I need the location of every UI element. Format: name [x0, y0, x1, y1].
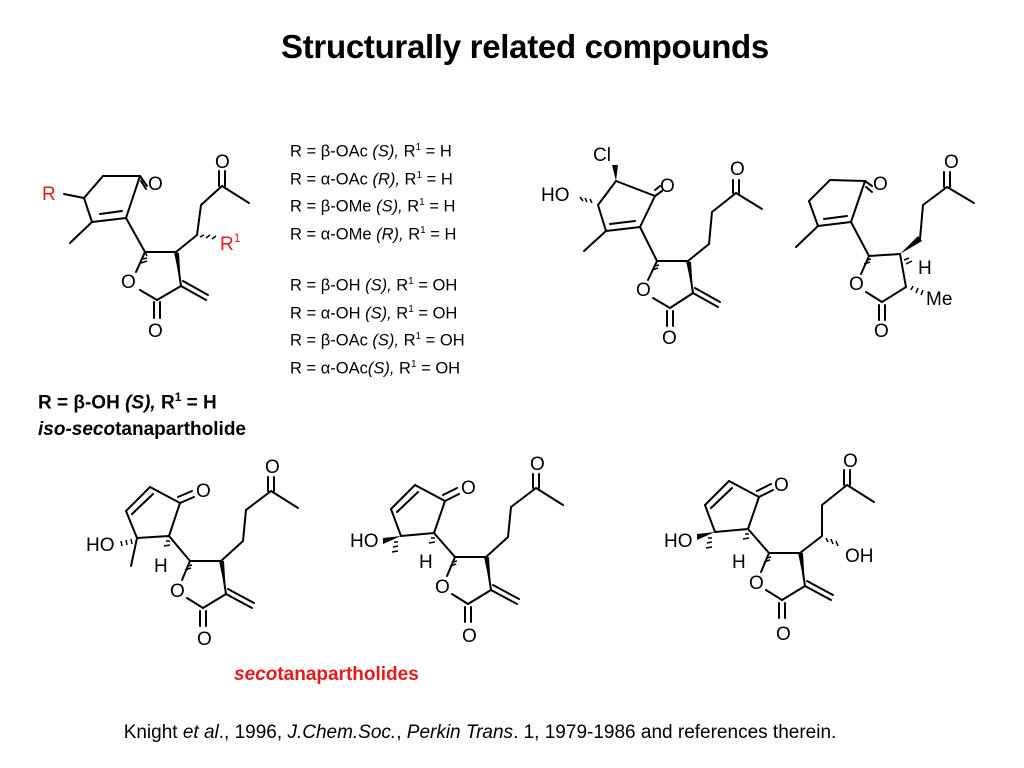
substituent-row: R = β-OAc (S), R1 = H: [290, 142, 452, 161]
svg-text:O: O: [774, 475, 789, 496]
svg-text:O: O: [749, 573, 764, 594]
svg-text:O: O: [170, 581, 185, 602]
svg-text:O: O: [215, 152, 230, 173]
svg-text:O: O: [148, 321, 163, 342]
svg-text:O: O: [662, 328, 677, 349]
molecule-dihydro-derivative: [795, 171, 975, 321]
svg-text:H: H: [918, 258, 932, 279]
svg-text:HO: HO: [541, 185, 570, 206]
svg-text:HO: HO: [664, 531, 693, 552]
svg-text:O: O: [776, 624, 791, 645]
svg-text:O: O: [873, 174, 888, 195]
svg-text:O: O: [530, 454, 545, 475]
svg-text:O: O: [849, 274, 864, 295]
svg-text:O: O: [121, 272, 136, 293]
molecule-secotanapartholide-c: [704, 469, 875, 619]
molecule-secotanapartholide-b: [390, 473, 564, 623]
svg-text:O: O: [435, 577, 450, 598]
substituent-row: R = β-OMe (S), R1 = H: [290, 197, 456, 216]
molecule-a-atom-labels: O O HO H O O: [86, 457, 280, 650]
svg-text:H: H: [419, 552, 433, 573]
svg-text:HO: HO: [86, 535, 115, 556]
svg-text:Me: Me: [926, 289, 952, 310]
svg-text:O: O: [944, 152, 959, 173]
svg-text:R: R: [42, 184, 56, 205]
svg-text:HO: HO: [350, 531, 379, 552]
svg-text:O: O: [660, 176, 675, 197]
svg-text:O: O: [148, 174, 163, 195]
substituent-row: R = α-OAc (R), R1 = H: [290, 169, 453, 189]
svg-text:R1: R1: [220, 231, 241, 255]
molecule-c-atom-labels: O O HO H OH O O: [664, 451, 874, 645]
svg-text:O: O: [461, 478, 476, 499]
substituent-row: R = α-OMe (R), R1 = H: [290, 224, 457, 244]
svg-text:O: O: [730, 159, 745, 180]
substituent-row: R = β-OH (S), R1 = OH: [290, 276, 458, 295]
svg-text:O: O: [462, 626, 477, 647]
substituent-row: R = α-OH (S), R1 = OH: [290, 303, 458, 323]
svg-text:O: O: [843, 451, 858, 472]
molecule-1-atom-labels: O R R1 O O O: [42, 152, 241, 342]
page-title: Structurally related compounds: [281, 28, 769, 65]
svg-text:O: O: [636, 280, 651, 301]
secotanapartholides-label: secotanapartholides: [234, 664, 419, 685]
svg-text:O: O: [197, 629, 212, 650]
featured-compound-label: R = β-OH (S), R1 = H iso-secotanaparthol…: [38, 390, 246, 441]
svg-text:O: O: [265, 457, 280, 478]
substituent-row: R = α-OAc(S), R1 = OH: [290, 358, 461, 378]
svg-text:O: O: [196, 481, 211, 502]
molecule-2-atom-labels: Cl HO O O O O: [541, 145, 745, 349]
svg-text:H: H: [732, 552, 746, 573]
citation: Knight et al., 1996, J.Chem.Soc., Perkin…: [123, 722, 837, 743]
svg-text:H: H: [154, 556, 168, 577]
molecule-chloro-derivative: [583, 179, 763, 327]
svg-text:O: O: [874, 321, 889, 342]
molecule-3-atom-labels: O O H O Me O: [849, 152, 959, 342]
svg-text:Cl: Cl: [593, 145, 611, 166]
molecule-secotanapartholide-a: [125, 476, 299, 627]
molecule-b-atom-labels: O O HO H O O: [350, 454, 545, 647]
substituent-list: R = β-OAc (S), R1 = H R = α-OAc (R), R1 …: [290, 136, 465, 380]
svg-text:OH: OH: [845, 546, 874, 567]
substituent-row: R = β-OAc (S), R1 = OH: [290, 331, 465, 350]
